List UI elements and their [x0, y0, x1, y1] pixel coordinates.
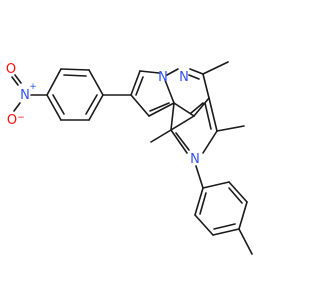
nitro-group-bonds [11, 74, 48, 112]
tolyl-ring [194, 181, 248, 236]
n-aryl-pyrrole-ring [170, 97, 218, 154]
atom-labels: N + O O − N N N [6, 62, 200, 167]
methyl-c4 [202, 61, 229, 75]
pyrrole-nitrogen-label: N [190, 152, 200, 167]
n-tolyl-bond [195, 165, 204, 189]
tolyl-methyl [238, 228, 253, 255]
nitro-oxygen-double-label: O [6, 62, 16, 77]
nitrophenyl-ring [46, 68, 104, 121]
fused-pyrrole-ring [130, 70, 175, 117]
nitro-nitrogen-label: N [20, 88, 30, 103]
nitro-oxygen-charge: − [17, 113, 25, 123]
nitro-nitrogen-charge: + [29, 82, 37, 92]
structure-diagram: N + O O − N N N [6, 61, 253, 255]
pyridazine-ring [166, 68, 210, 117]
methyl-c3 [216, 125, 245, 132]
bridgehead-nitrogen-label: N [158, 70, 168, 85]
nitro-oxygen-single-label: O [7, 113, 17, 128]
bond-lines [11, 61, 253, 255]
methyl-c1 [150, 129, 172, 143]
imine-nitrogen-label: N [179, 70, 189, 85]
